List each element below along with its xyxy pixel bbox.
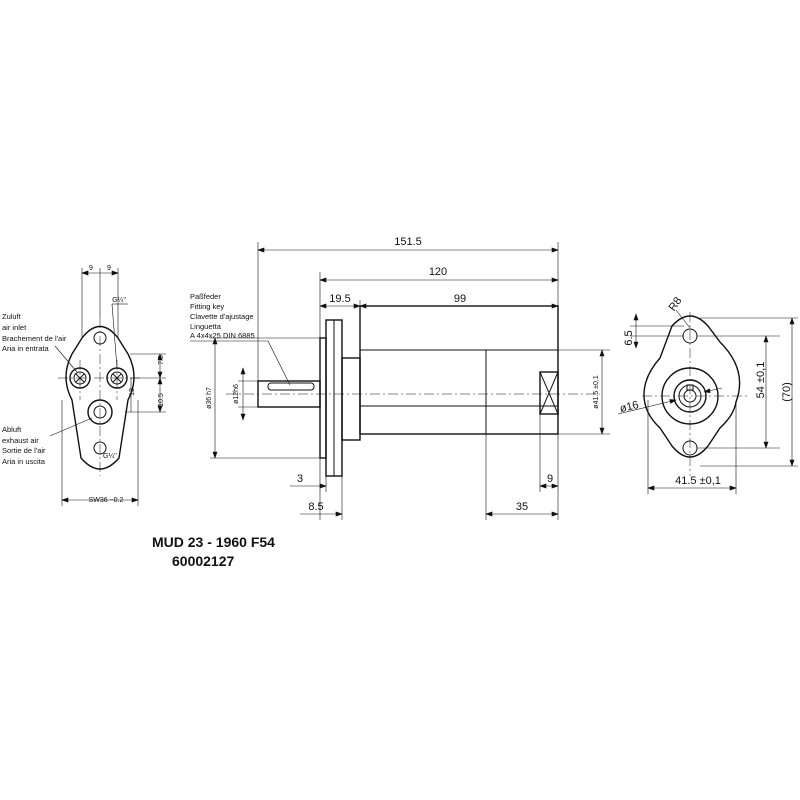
fitting-key <box>267 382 315 391</box>
side-dim-small: 13 <box>129 388 136 396</box>
end-dim-width: 41.5 ±0,1 <box>675 475 721 487</box>
side-dim-top-left: 9 <box>89 265 93 272</box>
side-dim-port-top: G¼" <box>112 297 126 304</box>
key-note-4: Linguetta <box>190 322 222 331</box>
end-view: R8 6.5 54 ±0,1 (70) ø16 41.5 ±0,1 <box>617 295 798 494</box>
rear-square <box>539 371 559 415</box>
end-dim-radius: R8 <box>667 295 685 313</box>
dim-body-length: 120 <box>429 266 447 278</box>
end-dim-hub-diameter: ø16 <box>619 399 640 415</box>
front-view: 151.5 120 19.5 99 ø36 h7 ø12h6 ø41.5 ±0,… <box>190 236 610 520</box>
side-view: 9 9 G¼" 7.5 10.5 13 G¼" SW36 −0.2 Zuluft… <box>2 265 166 506</box>
side-dim-offset-mid: 10.5 <box>158 393 165 407</box>
dim-flange-offset: 8.5 <box>308 501 323 513</box>
end-view-outline <box>643 315 741 458</box>
key-note-3: Clavette d'ajustage <box>190 312 254 321</box>
inlet-label-2: air inlet <box>2 323 27 332</box>
flange-neck <box>341 357 361 441</box>
side-view-outline <box>65 325 135 470</box>
motor-body <box>359 305 559 435</box>
dim-flange-to-body: 19.5 <box>329 293 350 305</box>
side-dim-top-right: 9 <box>107 265 111 272</box>
dim-body: 99 <box>454 293 466 305</box>
end-dim-total-height: (70) <box>781 382 793 402</box>
exhaust-label-3: Sortie de l'air <box>2 446 46 455</box>
model-title: MUD 23 - 1960 F54 <box>152 534 275 550</box>
part-number: 60002127 <box>172 553 235 569</box>
exhaust-label-2: exhaust air <box>2 436 39 445</box>
exhaust-label-4: Aria in uscita <box>2 457 46 466</box>
dim-flange-diameter: ø36 h7 <box>206 387 213 409</box>
dim-flange-thickness: 3 <box>297 473 303 485</box>
key-note-5: A 4x4x25 DIN 6885 <box>190 331 255 340</box>
dim-total-length: 151.5 <box>394 236 422 248</box>
inlet-label-1: Zuluft <box>2 312 22 321</box>
dim-rear-small: 9 <box>547 473 553 485</box>
dim-shaft-diameter: ø12h6 <box>233 384 240 404</box>
inlet-label-4: Aria in entrata <box>2 344 50 353</box>
dim-rear-length: 35 <box>516 501 528 513</box>
side-dim-port-bottom: G¼" <box>103 453 117 460</box>
dim-body-diameter: ø41.5 ±0,1 <box>593 375 600 409</box>
end-dim-hole-offset: 6.5 <box>623 330 635 345</box>
side-dim-bottom: SW36 −0.2 <box>89 497 124 504</box>
inlet-label-3: Brachement de l'air <box>2 334 67 343</box>
side-dim-offset-top: 7.5 <box>158 355 165 365</box>
key-note-1: Paßfeder <box>190 292 221 301</box>
end-dim-hole-spacing: 54 ±0,1 <box>755 362 767 399</box>
key-note-2: Fitting key <box>190 302 224 311</box>
flange-pilot <box>319 337 327 459</box>
exhaust-label-1: Abluft <box>2 425 22 434</box>
